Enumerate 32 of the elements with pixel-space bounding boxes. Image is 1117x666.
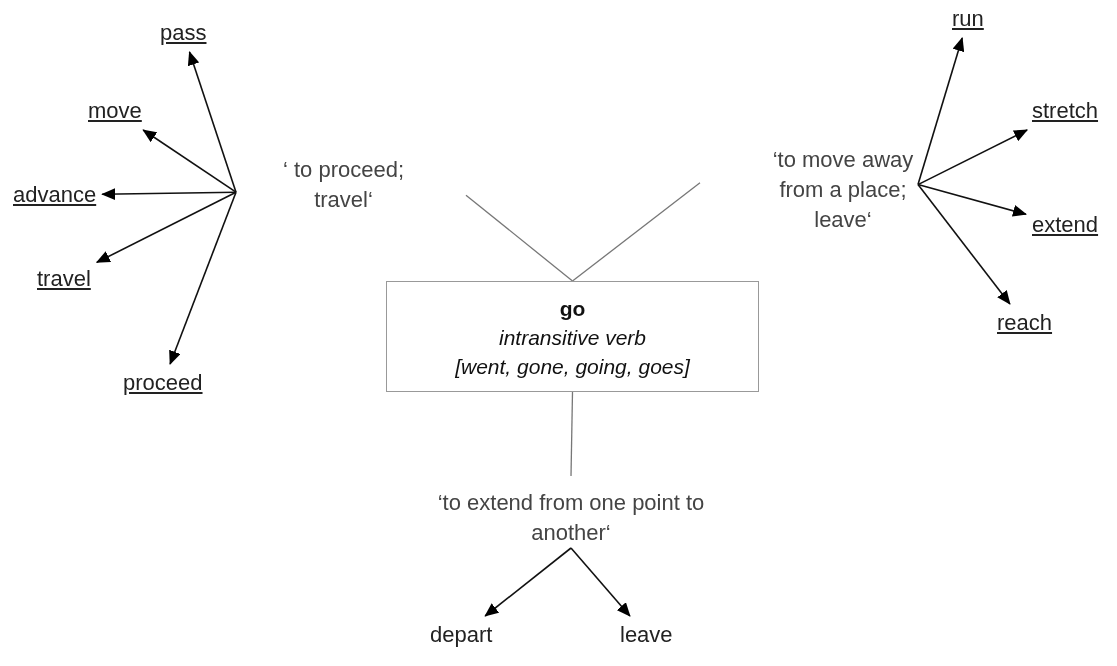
arrow [169, 191, 237, 365]
arrow [570, 547, 631, 617]
arrow [95, 191, 237, 264]
arrow [917, 37, 965, 186]
sense-text: ‘to extend from one point to another‘ [431, 476, 711, 548]
arrow [917, 183, 1027, 217]
synonym-word: advance [13, 182, 97, 208]
connector-line [571, 182, 701, 282]
connector-line [570, 391, 574, 477]
synonym-word: extend [1032, 212, 1099, 238]
arrow [484, 547, 572, 617]
headword-box [386, 281, 759, 392]
arrow [142, 129, 237, 193]
synonym-word: run [952, 6, 984, 32]
synonym-word: depart [430, 622, 493, 648]
synonym-word: leave [620, 622, 673, 648]
synonym-word: stretch [1032, 98, 1099, 124]
synonym-word: move [88, 98, 142, 124]
headword: go [558, 296, 587, 322]
connector-line [465, 194, 574, 282]
synonym-word: proceed [123, 370, 203, 396]
arrow [101, 188, 237, 201]
synonym-word: travel [37, 266, 91, 292]
verb-forms: [went, gone, going, goes] [454, 354, 691, 380]
sense-text: ‘ to proceed; travel‘ [236, 155, 466, 215]
sense-text: ‘to move away from a place; leave‘ [700, 145, 918, 235]
part-of-speech: intransitive verb [497, 325, 648, 351]
arrow [917, 129, 1028, 186]
synonym-word: reach [997, 310, 1053, 336]
arrow [917, 183, 1011, 305]
synonym-word: pass [160, 20, 207, 46]
arrow [187, 51, 237, 193]
